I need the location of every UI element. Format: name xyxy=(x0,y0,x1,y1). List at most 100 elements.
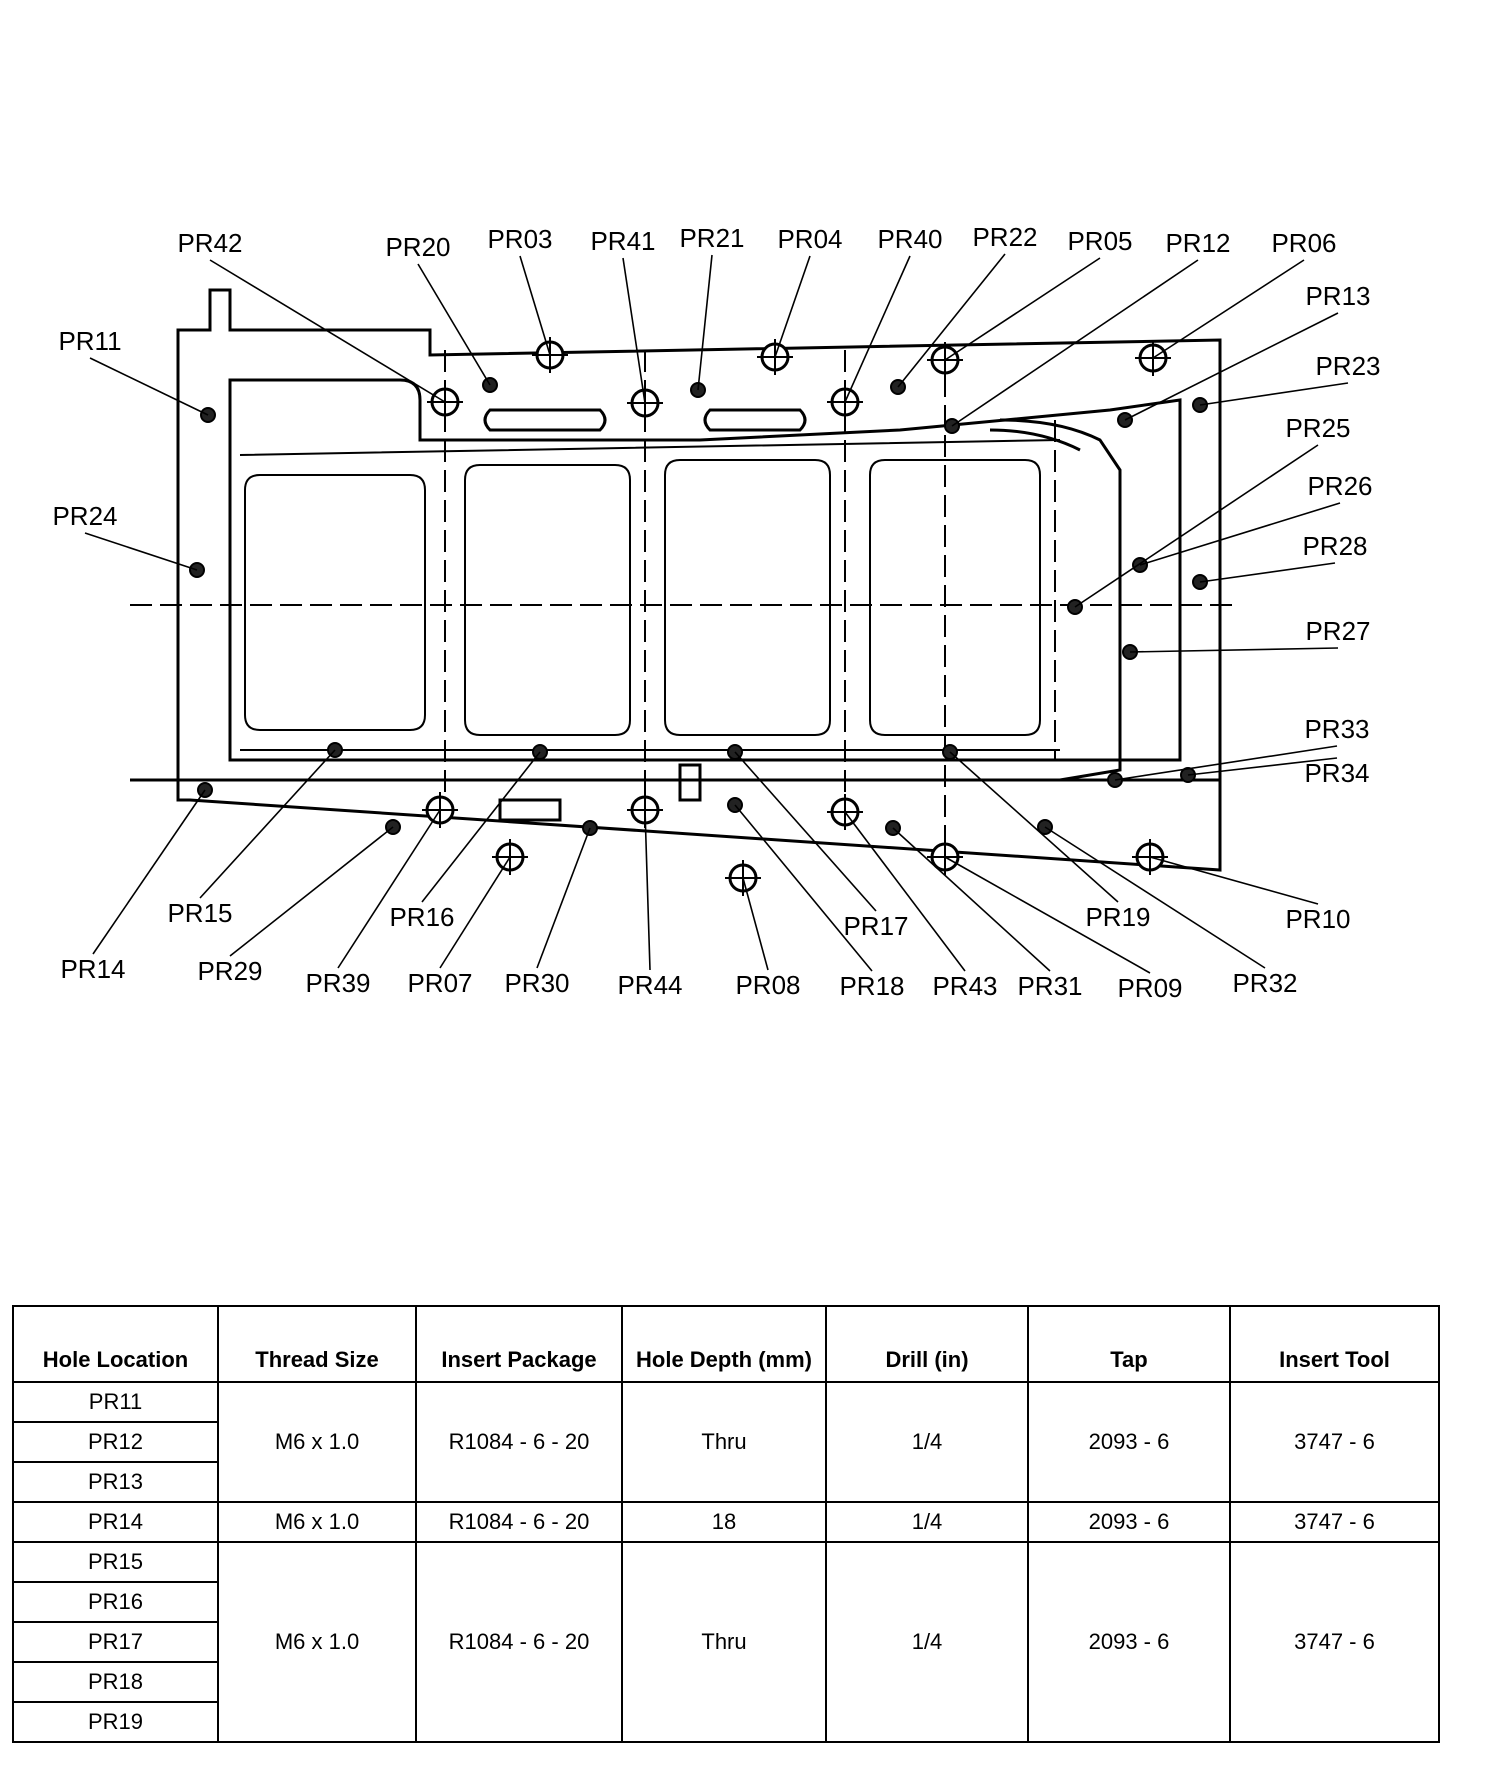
leader-pr15 xyxy=(199,749,336,899)
leader-pr19 xyxy=(949,751,1119,903)
hole-cell: PR12 xyxy=(12,1421,219,1463)
callout-pr41: PR41 xyxy=(590,226,655,256)
leader-pr40 xyxy=(844,255,911,403)
leader-pr21 xyxy=(697,254,713,391)
leader-pr26 xyxy=(1139,502,1341,566)
callout-pr39: PR39 xyxy=(305,968,370,998)
drill-cell: 1/4 xyxy=(825,1381,1029,1503)
callout-pr11: PR11 xyxy=(58,326,121,356)
callout-pr15: PR15 xyxy=(167,898,232,928)
table-header-row: Hole Location Thread Size Insert Package… xyxy=(12,1305,1440,1383)
leader-pr33 xyxy=(1114,745,1338,781)
drill-cell: 1/4 xyxy=(825,1541,1029,1743)
callout-pr32: PR32 xyxy=(1232,968,1297,998)
drill-cell: 1/4 xyxy=(825,1501,1029,1543)
col-insert-tool: Insert Tool xyxy=(1229,1305,1440,1383)
leader-pr03 xyxy=(519,255,551,356)
table-row: PR11 M6 x 1.0 R1084 - 6 - 20 Thru 1/4 20… xyxy=(12,1381,1440,1503)
col-drill: Drill (in) xyxy=(825,1305,1029,1383)
table-row: PR14 M6 x 1.0 R1084 - 6 - 20 18 1/4 2093… xyxy=(12,1501,1440,1543)
callout-pr16: PR16 xyxy=(389,902,454,932)
leader-pr27 xyxy=(1129,647,1339,653)
leader-pr30 xyxy=(536,827,591,969)
leader-pr11 xyxy=(89,357,209,416)
leader-pr28 xyxy=(1199,562,1336,583)
tap-cell: 2093 - 6 xyxy=(1027,1501,1231,1543)
callout-pr27: PR27 xyxy=(1305,616,1370,646)
leader-pr12 xyxy=(951,259,1199,427)
callout-pr04: PR04 xyxy=(777,224,842,254)
hole-cell: PR16 xyxy=(12,1581,219,1623)
tool-cell: 3747 - 6 xyxy=(1229,1381,1440,1503)
col-hole-depth: Hole Depth (mm) xyxy=(621,1305,827,1383)
leader-pr24 xyxy=(84,532,198,571)
leader-pr10 xyxy=(1149,856,1319,905)
leader-pr20 xyxy=(417,263,491,386)
col-thread-size: Thread Size xyxy=(217,1305,417,1383)
depth-cell: 18 xyxy=(621,1501,827,1543)
leader-pr42 xyxy=(209,259,446,403)
leader-pr44 xyxy=(644,809,651,971)
callout-pr25: PR25 xyxy=(1285,413,1350,443)
table-row: PR18 xyxy=(12,1661,1439,1703)
callout-pr03: PR03 xyxy=(487,224,552,254)
leader-pr04 xyxy=(774,255,811,358)
callout-pr21: PR21 xyxy=(679,223,744,253)
leader-pr18 xyxy=(734,804,873,972)
leader-lines xyxy=(84,253,1349,974)
leader-pr43 xyxy=(844,811,966,972)
hole-cell: PR14 xyxy=(12,1501,219,1543)
callout-pr10: PR10 xyxy=(1285,904,1350,934)
callout-pr09: PR09 xyxy=(1117,973,1182,1003)
callout-pr06: PR06 xyxy=(1271,228,1336,258)
hole-cell: PR18 xyxy=(12,1661,219,1703)
callout-pr07: PR07 xyxy=(407,968,472,998)
thread-cell: M6 x 1.0 xyxy=(217,1501,417,1543)
callout-pr26: PR26 xyxy=(1307,471,1372,501)
leader-pr29 xyxy=(229,826,394,957)
table-row: PR19 xyxy=(12,1701,1439,1743)
callout-pr23: PR23 xyxy=(1315,351,1380,381)
callout-pr08: PR08 xyxy=(735,970,800,1000)
leader-pr31 xyxy=(892,827,1051,972)
callout-pr24: PR24 xyxy=(52,501,117,531)
callout-pr13: PR13 xyxy=(1305,281,1370,311)
leader-pr07 xyxy=(439,856,511,969)
table-row: PR15 M6 x 1.0 R1084 - 6 - 20 Thru 1/4 20… xyxy=(12,1541,1440,1743)
table-row: PR12 xyxy=(12,1421,1439,1463)
tap-cell: 2093 - 6 xyxy=(1027,1541,1231,1743)
callout-pr30: PR30 xyxy=(504,968,569,998)
callout-pr14: PR14 xyxy=(60,954,125,984)
tool-cell: 3747 - 6 xyxy=(1229,1501,1440,1543)
callout-pr19: PR19 xyxy=(1085,902,1150,932)
leader-pr23 xyxy=(1199,382,1349,406)
thread-cell: M6 x 1.0 xyxy=(217,1381,417,1503)
table-row: PR17 xyxy=(12,1621,1439,1663)
callout-pr31: PR31 xyxy=(1017,971,1082,1001)
leader-pr25 xyxy=(1074,444,1319,608)
package-cell: R1084 - 6 - 20 xyxy=(415,1501,623,1543)
leader-pr22 xyxy=(897,253,1006,388)
col-hole-location: Hole Location xyxy=(12,1305,219,1383)
package-cell: R1084 - 6 - 20 xyxy=(415,1381,623,1503)
callout-pr43: PR43 xyxy=(932,971,997,1001)
table-row: PR13 xyxy=(12,1461,1439,1503)
leader-pr06 xyxy=(1152,259,1305,359)
col-tap: Tap xyxy=(1027,1305,1231,1383)
leader-pr41 xyxy=(622,257,646,404)
callout-pr12: PR12 xyxy=(1165,228,1230,258)
leader-pr16 xyxy=(421,751,541,903)
callout-pr33: PR33 xyxy=(1304,714,1369,744)
callout-pr40: PR40 xyxy=(877,224,942,254)
callout-pr20: PR20 xyxy=(385,232,450,262)
thread-cell: M6 x 1.0 xyxy=(217,1541,417,1743)
leader-pr39 xyxy=(337,809,441,969)
leader-pr34 xyxy=(1187,757,1338,776)
callout-pr42: PR42 xyxy=(177,228,242,258)
tool-cell: 3747 - 6 xyxy=(1229,1541,1440,1743)
callout-pr44: PR44 xyxy=(617,970,682,1000)
leader-pr13 xyxy=(1124,312,1339,421)
hole-cell: PR15 xyxy=(12,1541,219,1583)
